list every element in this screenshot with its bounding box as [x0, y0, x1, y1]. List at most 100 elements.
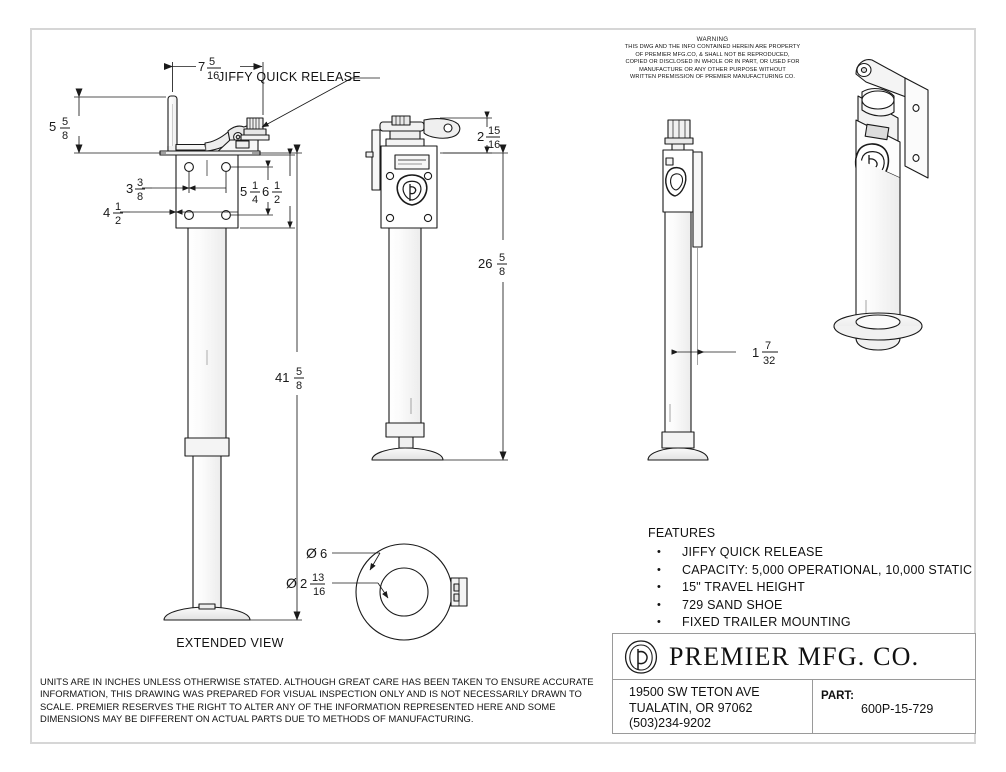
- title-block: PREMIER MFG. CO. 19500 SW TETON AVE TUAL…: [612, 633, 976, 734]
- view3-side: [647, 119, 709, 461]
- features-item-label: 15" TRAVEL HEIGHT: [682, 580, 805, 594]
- features-title: FEATURES: [648, 526, 716, 540]
- company-address: 19500 SW TETON AVE TUALATIN, OR 97062 (5…: [613, 680, 813, 734]
- features-item-label: 729 SAND SHOE: [682, 597, 783, 612]
- svg-text:1: 1: [752, 345, 759, 360]
- part-label: PART:: [821, 690, 855, 702]
- dim-handle-reach: [164, 62, 264, 115]
- svg-text:3: 3: [137, 177, 143, 189]
- features-block: FEATURES • JIFFY QUICK RELEASE • CAPACIT…: [648, 526, 978, 633]
- svg-text:5: 5: [62, 116, 68, 128]
- svg-text:Ø: Ø: [286, 575, 297, 591]
- svg-text:26: 26: [478, 256, 492, 271]
- bullet-icon: •: [657, 546, 662, 558]
- dimtext-handle-height: 5 5 8: [49, 116, 70, 142]
- callout-leader: [261, 77, 380, 128]
- warning-line-0: THIS DWG AND THE INFO CONTAINED HEREIN A…: [624, 44, 801, 51]
- svg-text:6: 6: [262, 184, 269, 199]
- svg-text:2: 2: [300, 576, 307, 591]
- dim-handle-height: [74, 88, 166, 154]
- dim-plate-width: [120, 209, 239, 216]
- svg-text:Ø: Ø: [306, 545, 317, 561]
- features-item: • 729 SAND SHOE: [648, 598, 978, 612]
- svg-text:5: 5: [209, 56, 215, 68]
- dim-plate-hole-width: [142, 172, 227, 193]
- svg-text:5: 5: [499, 252, 505, 264]
- features-item-label: FIXED TRAILER MOUNTING: [682, 615, 851, 629]
- features-item: • JIFFY QUICK RELEASE: [648, 545, 978, 559]
- address-line-2: TUALATIN, OR 97062: [629, 700, 753, 715]
- svg-text:8: 8: [137, 191, 143, 203]
- premier-logo-icon: [624, 639, 658, 674]
- warning-line-2: COPIED OR DISCLOSED IN WHOLE OR IN PART,…: [625, 59, 800, 66]
- svg-text:16: 16: [313, 586, 325, 598]
- svg-text:1: 1: [274, 180, 280, 192]
- sheet-border: [30, 28, 976, 744]
- dimtext-plate-width: 4 1 2: [103, 201, 123, 227]
- svg-text:1: 1: [115, 201, 121, 213]
- bullet-icon: •: [657, 581, 662, 593]
- view1-sand-shoe: [163, 603, 251, 621]
- dimtext-tube-offset: 1 7 32: [752, 340, 778, 367]
- svg-text:2: 2: [115, 215, 121, 227]
- dimtext-head-height: 2 15 16: [477, 125, 500, 151]
- svg-text:15: 15: [488, 125, 500, 137]
- bullet-icon: •: [657, 598, 662, 611]
- part-number: 600P-15-729: [861, 702, 934, 716]
- part-field: PART: 600P-15-729: [813, 680, 975, 734]
- features-item: • 15" TRAVEL HEIGHT: [648, 580, 978, 594]
- address-line-1: 19500 SW TETON AVE: [629, 685, 760, 699]
- disclaimer-line-2: SCALE. PREMIER RESERVES THE RIGHT TO ALT…: [40, 700, 556, 712]
- warning-line-4: WRITTEN PREMISSION OF PREMIER MANUFACTUR…: [629, 74, 796, 81]
- svg-text:41: 41: [275, 370, 289, 385]
- dimtext-overall-extended: 41 5 8: [275, 366, 304, 392]
- dimtext-handle-reach: 7 5 16: [198, 56, 221, 82]
- address-line-3: (503)234-9202: [629, 716, 712, 730]
- view1-outer-tube: [187, 227, 227, 439]
- company-name: PREMIER MFG. CO.: [669, 641, 920, 671]
- dimtext-retracted-height: 26 5 8: [478, 252, 507, 278]
- svg-text:6: 6: [320, 546, 327, 561]
- dimtext-plate-height: 6 1 2: [262, 180, 282, 206]
- svg-text:7: 7: [765, 340, 771, 352]
- svg-text:5: 5: [296, 366, 302, 378]
- svg-text:16: 16: [488, 139, 500, 151]
- svg-text:2: 2: [477, 129, 484, 144]
- dim-retracted-height: [443, 144, 508, 461]
- features-item: • FIXED TRAILER MOUNTING: [648, 615, 978, 629]
- svg-text:7: 7: [198, 59, 205, 74]
- warning-title: WARNING: [696, 36, 729, 43]
- disclaimer-note: UNITS ARE IN INCHES UNLESS OTHERWISE STA…: [40, 676, 600, 726]
- bullet-icon: •: [657, 616, 662, 628]
- svg-text:1: 1: [252, 180, 258, 192]
- svg-text:32: 32: [763, 355, 775, 367]
- svg-text:2: 2: [274, 194, 280, 206]
- warning-note: WARNING THIS DWG AND THE INFO CONTAINED …: [590, 36, 835, 81]
- dim-shoe-diameters: [332, 552, 389, 599]
- dimtext-plate-hole-width: 3 3 8: [126, 177, 145, 203]
- dimtext-shoe-inner-dia: Ø 2 13 16: [286, 572, 325, 598]
- features-item: • CAPACITY: 5,000 OPERATIONAL, 10,000 ST…: [648, 563, 978, 577]
- svg-text:8: 8: [62, 130, 68, 142]
- title-block-body: 19500 SW TETON AVE TUALATIN, OR 97062 (5…: [613, 680, 975, 734]
- dimtext-plate-hole-height: 5 1 4: [240, 180, 260, 206]
- view4-isometric: [833, 59, 929, 351]
- dim-plate-height: [240, 148, 295, 229]
- jiffy-quick-release-callout: JIFFY QUICK RELEASE: [218, 70, 362, 84]
- features-item-label: CAPACITY: 5,000 OPERATIONAL, 10,000 STAT…: [682, 562, 973, 577]
- view1-inner-tube: [192, 455, 222, 612]
- title-block-header: PREMIER MFG. CO.: [613, 634, 975, 680]
- svg-text:5: 5: [240, 184, 247, 199]
- svg-text:5: 5: [49, 119, 56, 134]
- dimension-texts: 7 5 16 5 5 8 3 3 8 4 1: [49, 56, 778, 598]
- dim-overall-extended: [250, 144, 302, 621]
- svg-text:16: 16: [207, 70, 219, 82]
- svg-text:8: 8: [499, 266, 505, 278]
- dim-plate-hole-height: [231, 160, 273, 216]
- shoe-detail-plan: [355, 543, 468, 641]
- features-list: • JIFFY QUICK RELEASE • CAPACITY: 5,000 …: [648, 545, 978, 629]
- svg-text:8: 8: [296, 380, 302, 392]
- disclaimer-line-3: DIMENSIONS MAY BE DIFFERENT ON ACTUAL PA…: [40, 713, 474, 725]
- disclaimer-line-0: UNITS ARE IN INCHES UNLESS OTHERWISE STA…: [40, 676, 594, 687]
